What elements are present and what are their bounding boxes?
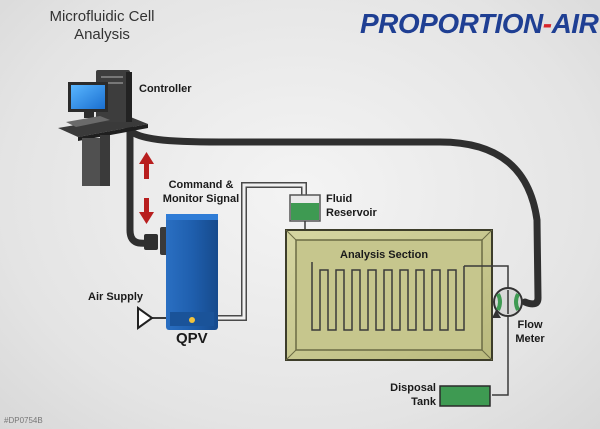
analysis-outlet bbox=[464, 265, 509, 290]
disposal-label-line-1: Disposal bbox=[390, 382, 436, 394]
fluid-reservoir-label: Fluid Reservoir bbox=[326, 192, 377, 220]
proportion-air-logo: PROPORTION-AIR bbox=[360, 8, 599, 40]
analysis-section bbox=[285, 229, 493, 361]
diagram-title: Microfluidic Cell Analysis bbox=[42, 8, 162, 44]
flow-label-line-1: Flow bbox=[517, 319, 543, 331]
command-signal-label: Command & Monitor Signal bbox=[160, 178, 242, 206]
controller-label: Controller bbox=[139, 83, 192, 95]
command-label-line-2: Monitor Signal bbox=[162, 193, 240, 205]
disposal-label-line-2: Tank bbox=[411, 396, 436, 408]
command-label-line-1: Command & bbox=[168, 179, 234, 191]
fluid-reservoir bbox=[289, 194, 321, 222]
fluid-label-line-2: Reservoir bbox=[326, 207, 377, 219]
air-supply-symbol bbox=[137, 306, 154, 330]
disposal-tank-label: Disposal Tank bbox=[388, 381, 436, 409]
disposal-tank bbox=[439, 385, 491, 407]
title-line-1: Microfluidic Cell bbox=[49, 8, 155, 25]
flow-meter bbox=[492, 287, 523, 318]
logo-dash: - bbox=[542, 8, 552, 39]
fluid-label-line-1: Fluid bbox=[326, 193, 353, 205]
flow-meter-label: Flow Meter bbox=[510, 318, 550, 346]
logo-text-1: PROPORTION bbox=[360, 8, 543, 39]
controller-cable bbox=[124, 124, 542, 308]
logo-text-2: AIR bbox=[551, 8, 599, 39]
serpentine-channel bbox=[311, 262, 465, 331]
qpv-valve bbox=[144, 214, 218, 330]
qpv-label: QPV bbox=[176, 330, 208, 347]
air-supply-label: Air Supply bbox=[88, 291, 144, 303]
title-line-2: Analysis bbox=[74, 26, 130, 43]
disposal-line bbox=[492, 316, 509, 396]
computer-workstation bbox=[58, 70, 148, 186]
qpv-cable bbox=[126, 124, 152, 247]
signal-arrows bbox=[139, 152, 154, 224]
analysis-section-label: Analysis Section bbox=[340, 249, 429, 261]
flow-label-line-2: Meter bbox=[515, 333, 545, 345]
air-pipe-inner bbox=[214, 183, 306, 320]
diagram-code: #DP0754B bbox=[4, 416, 43, 425]
